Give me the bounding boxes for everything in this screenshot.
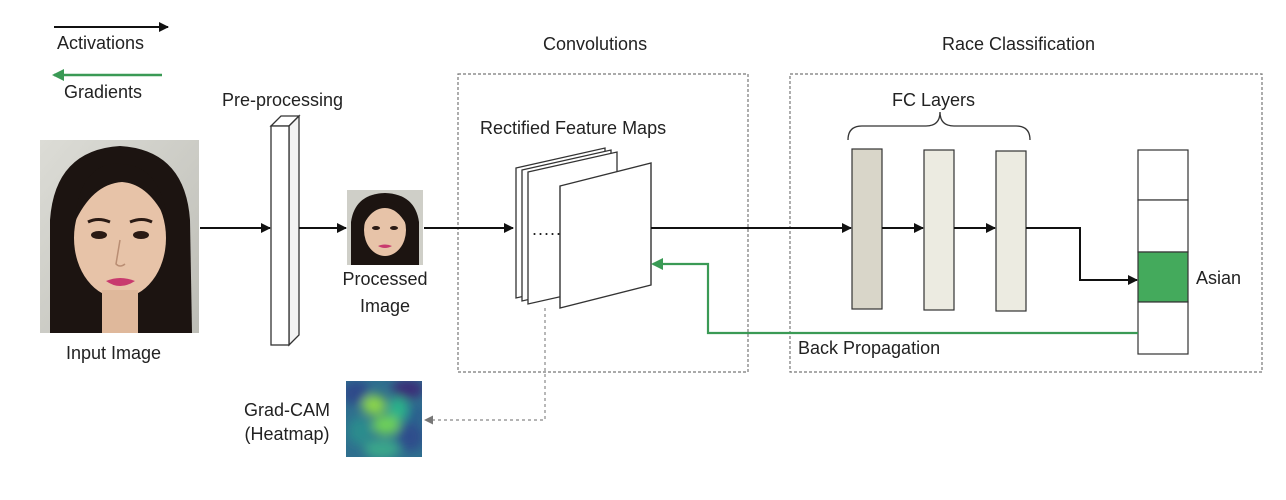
output-cell-4	[1137, 301, 1189, 355]
gradcam-link-arrow	[424, 308, 546, 425]
fc-layers-label: FC Layers	[892, 90, 976, 110]
back-propagation-label: Back Propagation	[798, 338, 941, 358]
processed-face-image	[347, 190, 423, 265]
race-classification-label: Race Classification	[942, 34, 1096, 54]
input-image-label: Input Image	[66, 343, 162, 363]
input-face-image	[40, 140, 199, 333]
back-propagation-arrow	[651, 258, 1138, 335]
output-cell-asian	[1137, 251, 1189, 303]
fc-layers-brace	[847, 111, 1031, 141]
output-cell-1	[1137, 149, 1189, 201]
convolutions-label: Convolutions	[543, 34, 648, 54]
fc-layer-1	[851, 148, 883, 310]
arrow-fc3-to-output	[1026, 227, 1138, 285]
fc-layer-3	[995, 150, 1027, 312]
gradcam-label: Grad-CAM (Heatmap)	[228, 399, 346, 445]
feature-maps-stack	[515, 147, 652, 309]
fc-layer-2	[923, 149, 955, 311]
feature-maps-label: Rectified Feature Maps	[480, 118, 667, 138]
feature-maps-ellipsis: .....	[532, 219, 563, 239]
convolutions-box	[457, 73, 749, 373]
processed-image-label-line1: Processed	[342, 269, 428, 289]
race-classification-box	[789, 73, 1263, 373]
legend-gradients-label: Gradients	[64, 82, 143, 102]
legend-activations-label: Activations	[57, 33, 145, 53]
asian-label: Asian	[1196, 268, 1242, 288]
gradcam-heatmap	[346, 381, 422, 457]
preprocessing-block	[269, 114, 301, 347]
gradcam-label-line1: Grad-CAM	[243, 400, 330, 420]
processed-image-label: Processed Image	[335, 268, 435, 317]
output-cell-2	[1137, 199, 1189, 253]
processed-image-label-line2: Image	[359, 296, 411, 316]
gradcam-label-line2: (Heatmap)	[244, 424, 330, 444]
preprocessing-label: Pre-processing	[222, 90, 344, 110]
